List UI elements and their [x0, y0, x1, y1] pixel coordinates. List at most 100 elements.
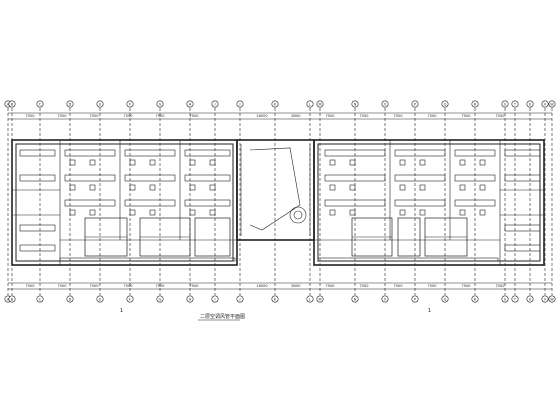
axis-label: V: [544, 103, 547, 107]
axis-label: F: [129, 103, 131, 107]
axis-label: L: [309, 298, 311, 302]
dimension-text: 7500: [360, 284, 369, 288]
dimension-text: 7500: [190, 284, 199, 288]
dimension-text: 7500: [394, 284, 403, 288]
axis-label: I: [214, 298, 215, 302]
axis-label: P: [414, 298, 416, 302]
axis-bubble: [501, 100, 509, 108]
axis-label: V: [544, 298, 547, 302]
dimension-text: 7500: [326, 284, 335, 288]
duct-segment: [349, 209, 356, 216]
axis-bubble: [316, 295, 324, 303]
duct-segment: [149, 184, 156, 191]
dimension-text: 8000: [292, 114, 301, 118]
duct-segment: [184, 149, 231, 157]
axis-bubble: [351, 295, 359, 303]
axis-bubble: [306, 100, 314, 108]
axis-label: K: [274, 103, 277, 107]
axis-label: G: [159, 298, 162, 302]
dimension-text: 7500: [58, 284, 67, 288]
duct-segment: [209, 184, 216, 191]
duct-segment: [419, 159, 426, 166]
duct-segment: [479, 159, 486, 166]
axis-label: P: [414, 103, 416, 107]
axis-bubble: [96, 100, 104, 108]
axis-bubble: [156, 100, 164, 108]
duct-segment: [69, 159, 76, 166]
middle-atrium-block: [236, 139, 315, 241]
axis-label: S: [504, 103, 507, 107]
duct-segment: [124, 174, 176, 182]
duct-segment: [64, 149, 116, 157]
duct-segment: [189, 159, 196, 166]
axis-label: D: [69, 298, 72, 302]
dimension-text: 7500: [26, 114, 35, 118]
duct-segment: [479, 209, 486, 216]
duct-segment: [394, 174, 446, 182]
duct-segment: [89, 209, 96, 216]
dimension-text: 7500: [124, 114, 133, 118]
axis-label: L: [309, 103, 311, 107]
duct-segment: [454, 199, 496, 207]
axis-label: C: [39, 103, 42, 107]
axis-bubble: [186, 100, 194, 108]
dimension-text: 16000: [256, 284, 267, 288]
duct-segment: [419, 184, 426, 191]
axis-bubble: [381, 100, 389, 108]
axis-label: K: [274, 298, 277, 302]
duct-segment: [349, 184, 356, 191]
dimension-texts: 7500 7500 7500 7500 7500 7500 7500 7500 7500 7500…: [26, 114, 505, 288]
axis-label: R: [474, 103, 477, 107]
axis-bubble: [66, 100, 74, 108]
axis-grid-lines: [7, 108, 553, 295]
right-building-block: [313, 139, 545, 266]
axis-bubble: [186, 295, 194, 303]
axis-label: T: [513, 103, 517, 107]
axis-bubble: [156, 295, 164, 303]
axis-label: W: [550, 298, 554, 302]
axis-label: D: [69, 103, 72, 107]
axis-bubble: [351, 100, 359, 108]
axis-label: Q: [444, 103, 447, 107]
duct-segment: [69, 209, 76, 216]
dimension-text: 7500: [462, 114, 471, 118]
dimension-text: 7500: [428, 284, 437, 288]
axis-label: J: [238, 298, 240, 302]
axis-label: B: [11, 103, 14, 107]
duct-segment: [504, 149, 541, 157]
axis-label: S: [504, 298, 507, 302]
axis-label: A: [7, 298, 10, 302]
axis-bubble: [526, 100, 534, 108]
duct-segment: [59, 257, 236, 262]
duct-segment: [504, 224, 541, 232]
dimension-text: 8000: [292, 284, 301, 288]
axis-bubble: [541, 100, 549, 108]
axis-label: B: [11, 298, 14, 302]
axis-bubble: [526, 295, 534, 303]
duct-segment: [184, 174, 231, 182]
axis-label: G: [159, 103, 162, 107]
axis-label: H: [189, 103, 192, 107]
axis-bubble: [236, 100, 244, 108]
duct-segment: [189, 209, 196, 216]
axis-bubble: [541, 295, 549, 303]
section-mark-left: 1: [120, 308, 123, 314]
axis-bubble: [126, 100, 134, 108]
duct-segment: [329, 184, 336, 191]
axis-bubble: [8, 295, 16, 303]
dimension-text: 7500: [428, 114, 437, 118]
axis-bubble: [271, 295, 279, 303]
axis-bubble: [66, 295, 74, 303]
air-duct-runs: [19, 149, 541, 262]
dimension-text: 7500: [496, 114, 505, 118]
dimension-text: 7500: [190, 114, 199, 118]
duct-segment: [64, 174, 116, 182]
duct-segment: [399, 209, 406, 216]
axis-label: U: [529, 298, 532, 302]
duct-segment: [19, 244, 56, 252]
duct-segment: [349, 159, 356, 166]
axis-label: M: [318, 298, 321, 302]
axis-label: W: [550, 103, 554, 107]
axis-bubble: [126, 295, 134, 303]
